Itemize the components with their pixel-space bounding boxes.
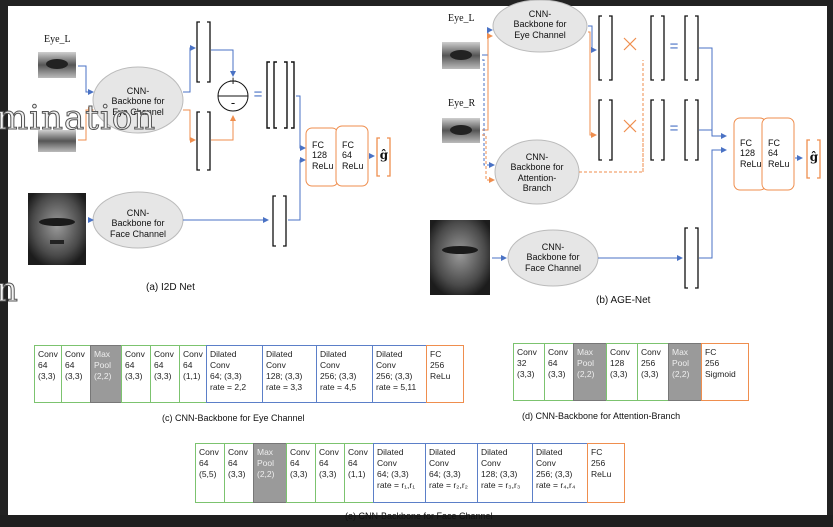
face-image xyxy=(28,193,86,265)
face-backbone-block: Conv 64 (5,5) xyxy=(195,443,225,503)
age-fc2-box xyxy=(761,117,795,191)
window-frame-bottom xyxy=(0,515,833,527)
face-backbone-block: Conv 64 (3,3) xyxy=(286,443,316,503)
age-cnn-face-label: CNN- Backbone for Face Channel xyxy=(524,242,582,273)
att-backbone-block: Conv 32 (3,3) xyxy=(513,343,545,401)
age-equals-1: = xyxy=(669,38,679,55)
att-backbone-block: FC 256 Sigmoid xyxy=(701,343,749,401)
age-equals-2: = xyxy=(669,120,679,137)
eye-backbone-block: Conv 64 (1,1) xyxy=(179,345,207,403)
age-cnn-eye-label: CNN- Backbone for Eye Channel xyxy=(513,9,567,40)
overlay-text-top: mination xyxy=(0,98,157,139)
att-backbone-block: Conv 256 (3,3) xyxy=(637,343,669,401)
face-backbone-block: Dilated Conv 256; (3,3) rate = r₄,r₄ xyxy=(532,443,588,503)
eye-backbone-block: Conv 64 (3,3) xyxy=(61,345,91,403)
age-net xyxy=(430,0,821,295)
face-backbone-block: Max Pool (2,2) xyxy=(253,443,287,503)
window-frame-left xyxy=(0,0,8,527)
face-backbone-block: Conv 64 (3,3) xyxy=(315,443,345,503)
window-frame-top xyxy=(0,0,833,6)
eye-backbone-block: Max Pool (2,2) xyxy=(90,345,122,403)
age-cnn-att-label: CNN- Backbone for Attention- Branch xyxy=(510,152,564,194)
att-backbone-block: Conv 128 (3,3) xyxy=(606,343,638,401)
age-face-image xyxy=(430,220,490,295)
face-backbone-block: Dilated Conv 64; (3,3) rate = r₂,r₂ xyxy=(425,443,478,503)
age-output: ĝ xyxy=(809,150,819,164)
i2d-eye-label: Eye_L xyxy=(44,34,71,45)
age-eye-right-label: Eye_R xyxy=(448,98,476,109)
overlay-text-bottom: n xyxy=(0,270,18,311)
i2d-cnn-face-label: CNN- Backbone for Face Channel xyxy=(109,208,167,239)
eye-backbone-block: Conv 64 (3,3) xyxy=(34,345,62,403)
face-backbone-block: FC 256 ReLu xyxy=(587,443,625,503)
i2d-fc2-box xyxy=(335,125,369,187)
minus-sign: - xyxy=(230,95,236,110)
age-caption: (b) AGE-Net xyxy=(596,295,651,306)
attention-backbone-caption: (d) CNN-Backbone for Attention-Branch xyxy=(522,411,681,421)
eye-backbone-block: Conv 64 (3,3) xyxy=(150,345,180,403)
eye-backbone-block: Dilated Conv 256; (3,3) rate = 4,5 xyxy=(316,345,373,403)
eye-backbone-block: Dilated Conv 64; (3,3) rate = 2,2 xyxy=(206,345,263,403)
i2d-caption: (a) I2D Net xyxy=(146,282,195,293)
face-backbone-block: Conv 64 (1,1) xyxy=(344,443,374,503)
eye-backbone-block: Conv 64 (3,3) xyxy=(121,345,151,403)
eye-backbone-block: Dilated Conv 256; (3,3) rate = 5,11 xyxy=(372,345,427,403)
cnn-eye-ellipse xyxy=(92,66,184,134)
age-eye-left-label: Eye_L xyxy=(448,13,475,24)
age-cnn-eye-ellipse xyxy=(492,0,588,53)
face-backbone-block: Dilated Conv 128; (3,3) rate = r₃,r₃ xyxy=(477,443,533,503)
i2d-fc2-label: FC 64 ReLu xyxy=(342,140,364,171)
i2d-net xyxy=(28,21,391,265)
i2d-equals: = xyxy=(253,86,263,103)
eye-backbone-caption: (c) CNN-Backbone for Eye Channel xyxy=(162,413,305,423)
face-backbone-block: Dilated Conv 64; (3,3) rate = r₁,r₁ xyxy=(373,443,426,503)
age-fc2-label: FC 64 ReLu xyxy=(768,138,790,169)
i2d-fc1-label: FC 128 ReLu xyxy=(312,140,334,171)
face-backbone-caption: (e) CNN-Backbone for Face Channel xyxy=(345,511,493,521)
att-backbone-block: Max Pool (2,2) xyxy=(668,343,702,401)
age-fc1-label: FC 128 ReLu xyxy=(740,138,762,169)
att-backbone-block: Max Pool (2,2) xyxy=(573,343,607,401)
window-frame-right xyxy=(827,0,833,527)
att-backbone-block: Conv 64 (3,3) xyxy=(544,343,574,401)
architecture-diagram xyxy=(28,0,821,295)
plus-sign: + xyxy=(229,73,237,88)
eye-backbone-block: Dilated Conv 128; (3,3) rate = 3,3 xyxy=(262,345,317,403)
eye-backbone-block: FC 256 ReLu xyxy=(426,345,464,403)
i2d-cnn-eye-label: CNN- Backbone for Eye Channel xyxy=(111,86,165,117)
i2d-output: ĝ xyxy=(379,148,389,162)
eye-right-image xyxy=(38,130,76,152)
multiply-icon xyxy=(623,37,637,133)
face-backbone-block: Conv 64 (3,3) xyxy=(224,443,254,503)
